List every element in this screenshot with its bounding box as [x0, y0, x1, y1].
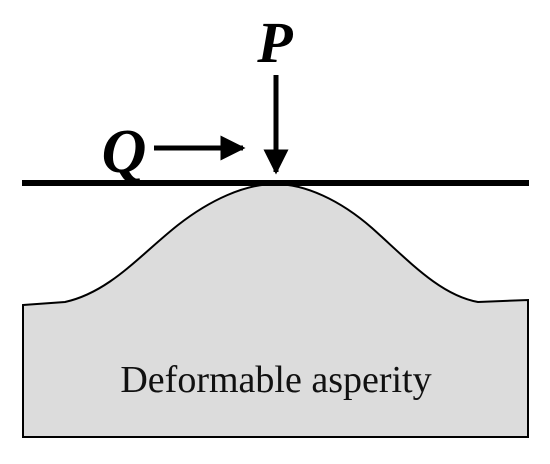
- tangential-force-label: Q: [102, 118, 147, 186]
- normal-force-label: P: [256, 10, 293, 75]
- asperity-label: Deformable asperity: [120, 359, 431, 401]
